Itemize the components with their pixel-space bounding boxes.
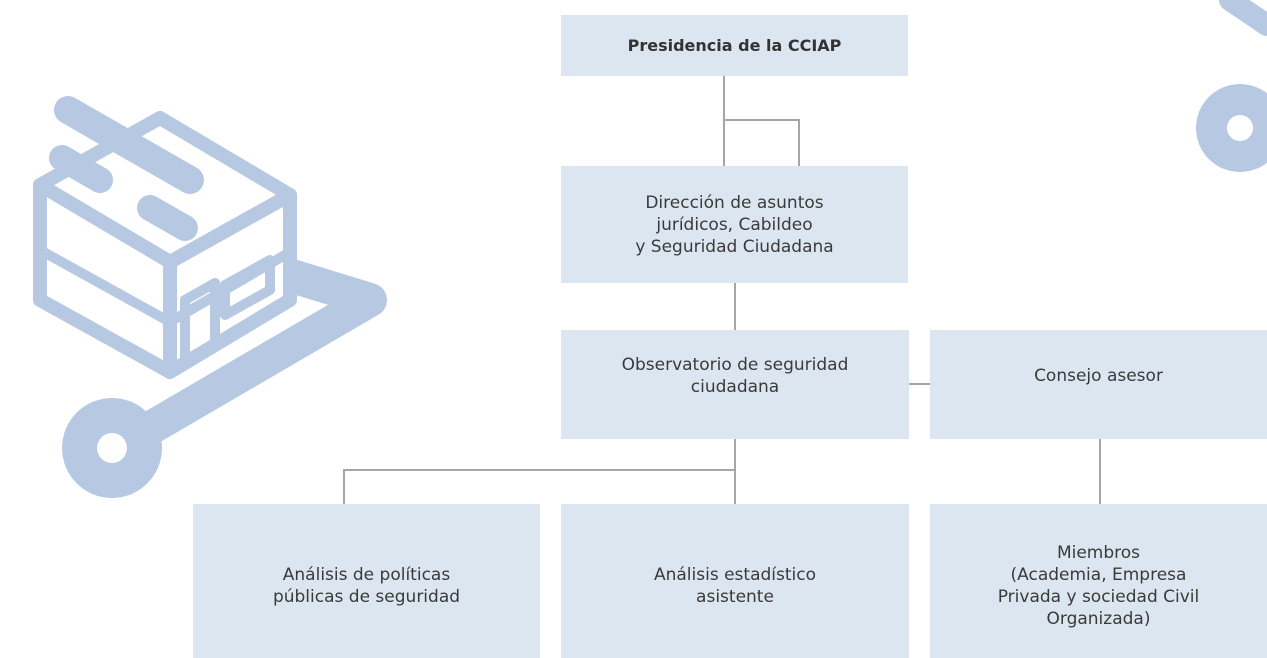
node-analisis-politicas: Análisis de políticas públicas de seguri… (193, 504, 540, 658)
node-miembros-line: Privada y sociedad Civil (997, 587, 1200, 607)
node-direccion: Dirección de asuntos jurídicos, Cabildeo… (561, 166, 908, 283)
node-observatorio: Observatorio de seguridad ciudadana (561, 330, 909, 439)
node-direccion-line: Dirección de asuntos (645, 192, 824, 213)
node-consejo-line: Consejo asesor (1034, 365, 1163, 386)
node-miembros-line: (Academia, Empresa (1010, 565, 1187, 585)
node-analisis-politicas-line: públicas de seguridad (272, 587, 461, 607)
node-analisis-estadistico-line: Análisis estadístico (653, 565, 816, 585)
node-miembros-line: Organizada) (1046, 609, 1151, 629)
node-direccion-line: y Seguridad Ciudadana (635, 236, 834, 257)
connector-to-analisis-politicas (343, 469, 735, 504)
node-miembros: Miembros (Academia, Empresa Privada y so… (930, 504, 1267, 658)
node-analisis-estadistico: Análisis estadístico asistente (561, 504, 909, 658)
node-direccion-line: jurídicos, Cabildeo (656, 214, 813, 235)
node-consejo: Consejo asesor (930, 330, 1267, 439)
node-analisis-politicas-line: Análisis de políticas (282, 565, 451, 585)
node-presidencia-line: Presidencia de la CCIAP (627, 35, 842, 55)
building-icon (33, 96, 387, 498)
node-observatorio-line: Observatorio de seguridad (621, 354, 849, 375)
node-miembros-line: Miembros (1056, 543, 1141, 563)
node-presidencia: Presidencia de la CCIAP (561, 15, 908, 76)
node-observatorio-line: ciudadana (690, 376, 780, 397)
node-analisis-estadistico-line: asistente (696, 587, 774, 607)
connector-presidencia-side (724, 119, 800, 166)
circle-node-icon (1196, 0, 1267, 172)
